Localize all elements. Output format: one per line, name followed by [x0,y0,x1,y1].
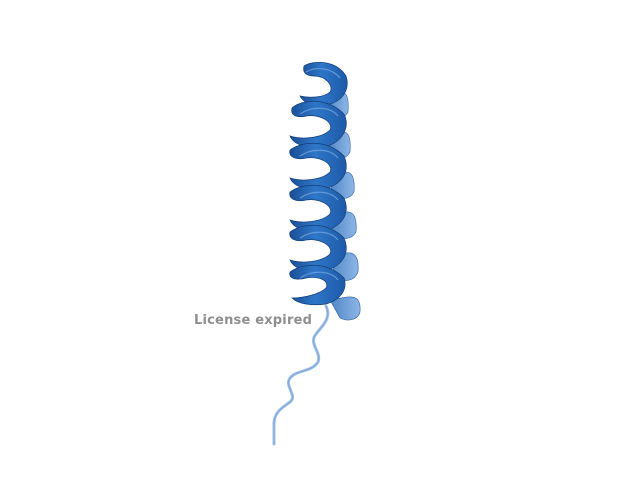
helix-highlights [299,68,341,281]
license-expired-watermark: License expired [194,313,313,328]
